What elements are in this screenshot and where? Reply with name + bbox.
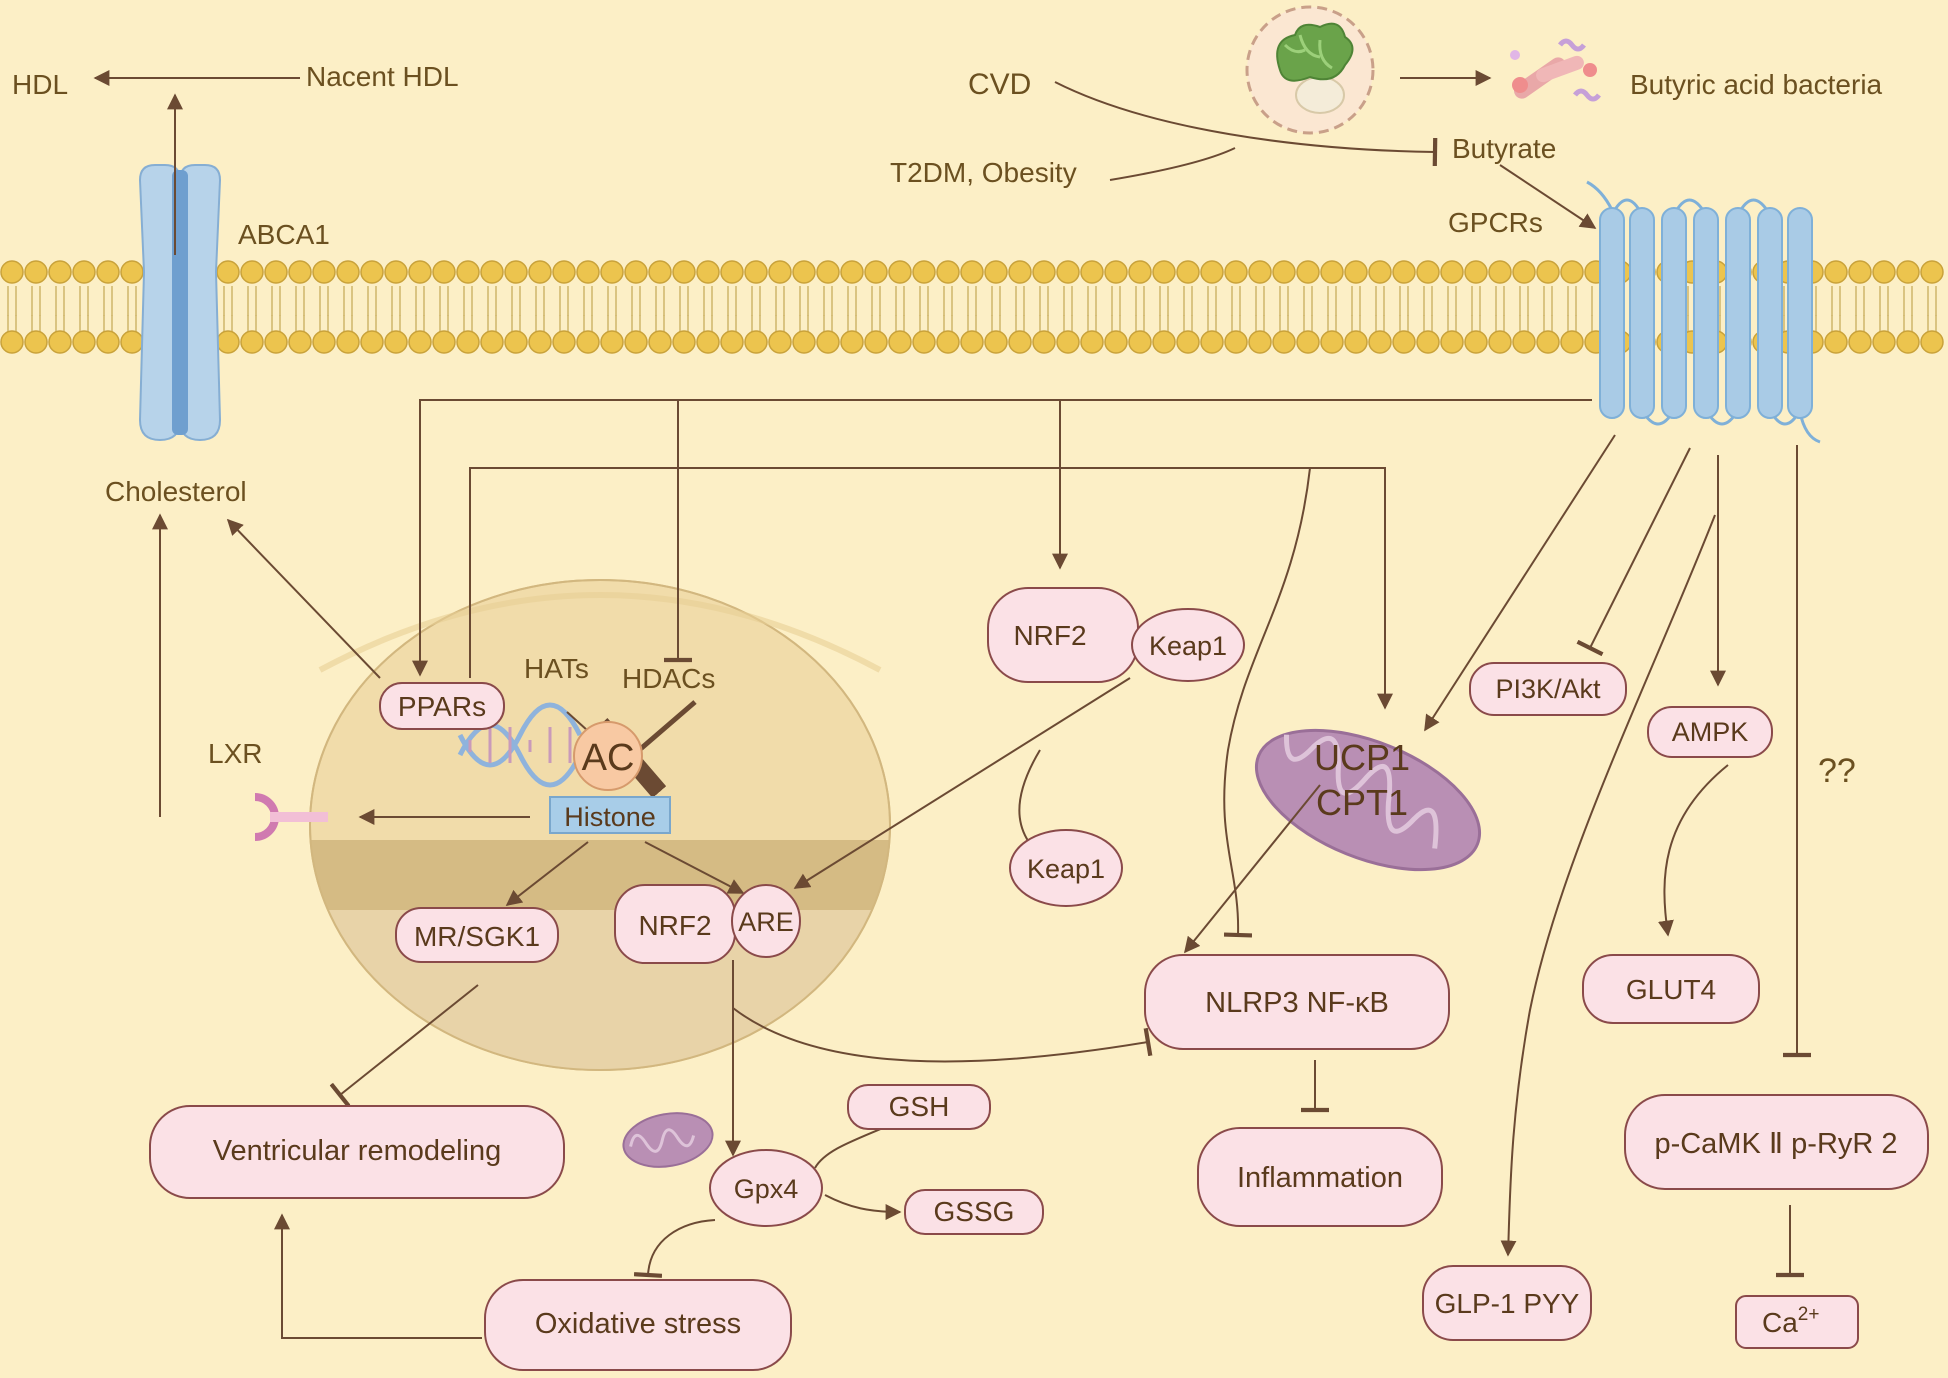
ampk-text: AMPK (1672, 717, 1749, 747)
node-ventricular-remodeling: Ventricular remodeling (149, 1105, 565, 1199)
gssg-text: GSSG (934, 1196, 1015, 1227)
node-histone: Histone (549, 796, 671, 834)
node-nrf2-cytoplasm: NRF2 (987, 587, 1139, 683)
node-calcium: Ca2+ (1735, 1295, 1859, 1349)
nlrp3-text: NLRP3 NF-κB (1205, 987, 1389, 1019)
node-nrf2-nucleus: NRF2 (614, 884, 736, 964)
unknown-mechanism-label: ?? (1818, 752, 1856, 790)
glut4-text: GLUT4 (1626, 974, 1716, 1005)
node-glut4: GLUT4 (1582, 954, 1760, 1024)
gpx4-text: Gpx4 (734, 1174, 799, 1204)
cpt1-text: CPT1 (1316, 782, 1408, 823)
node-ucp1-cpt1: UCP1 CPT1 (1314, 737, 1410, 823)
ventricular-text: Ventricular remodeling (213, 1135, 502, 1167)
abca1-transporter (138, 164, 222, 442)
nrf2-nucleus-text: NRF2 (638, 910, 711, 941)
hats-label: HATs (524, 653, 589, 684)
are-text: ARE (738, 907, 794, 937)
node-are: ARE (731, 884, 801, 958)
hdl-label: HDL (12, 69, 68, 100)
node-gsh: GSH (847, 1084, 991, 1130)
camk-text: p-CaMK Ⅱ p-RyR 2 (1654, 1128, 1897, 1160)
nrf2-cyto-text: NRF2 (1013, 620, 1086, 651)
node-keap1-bound: Keap1 (1131, 608, 1245, 682)
node-gpx4: Gpx4 (709, 1149, 823, 1227)
node-glp1-pyy: GLP-1 PYY (1422, 1265, 1592, 1341)
bacteria-icon (1510, 38, 1601, 102)
gpcr-receptor (1586, 180, 1821, 444)
node-inflammation: Inflammation (1197, 1127, 1443, 1227)
node-oxidative-stress: Oxidative stress (484, 1279, 792, 1371)
nacent-hdl-label: Nacent HDL (306, 61, 459, 92)
node-ampk: AMPK (1647, 706, 1773, 758)
gpcrs-label: GPCRs (1448, 207, 1543, 238)
mitochondrion-small-icon (622, 1112, 714, 1168)
abca1-label: ABCA1 (238, 219, 330, 250)
node-pi3k-akt: PI3K/Akt (1469, 662, 1627, 716)
node-mr-sgk1: MR/SGK1 (395, 907, 559, 963)
node-gssg: GSSG (904, 1189, 1044, 1235)
keap1-free-text: Keap1 (1027, 854, 1105, 884)
histone-text: Histone (564, 802, 656, 832)
connectors (93, 70, 1811, 1339)
ac-text: AC (582, 737, 635, 779)
cvd-label: CVD (968, 68, 1031, 101)
mr-sgk1-text: MR/SGK1 (414, 921, 540, 952)
calcium-text: Ca2+ (1762, 1304, 1819, 1338)
node-ac: AC (573, 721, 643, 791)
ucp1-text: UCP1 (1314, 737, 1410, 778)
node-keap1-free: Keap1 (1009, 829, 1123, 907)
node-camk-ryr2: p-CaMK Ⅱ p-RyR 2 (1624, 1094, 1929, 1190)
calcium-symbol: Ca (1762, 1307, 1798, 1338)
lxr-receptor-icon (254, 793, 328, 841)
butyric-bacteria-label: Butyric acid bacteria (1630, 69, 1883, 100)
calcium-charge: 2+ (1798, 1304, 1820, 1325)
cholesterol-label: Cholesterol (105, 476, 247, 507)
lxr-label: LXR (208, 738, 262, 769)
gsh-text: GSH (889, 1091, 950, 1122)
node-nlrp3-nfkb: NLRP3 NF-κB (1144, 954, 1450, 1050)
hdacs-label: HDACs (622, 663, 715, 694)
vegetable-icon (1245, 5, 1375, 135)
oxidative-text: Oxidative stress (535, 1308, 741, 1340)
pi3k-akt-text: PI3K/Akt (1495, 674, 1601, 704)
inflammation-text: Inflammation (1237, 1162, 1403, 1194)
mitochondrion-large-icon (1254, 728, 1482, 872)
ppars-text: PPARs (398, 691, 486, 722)
t2dm-obesity-label: T2DM, Obesity (890, 157, 1077, 188)
keap1-bound-text: Keap1 (1149, 631, 1227, 661)
nucleus (309, 579, 891, 1071)
butyrate-label: Butyrate (1452, 133, 1556, 164)
node-ppars: PPARs (379, 682, 505, 730)
glp1-text: GLP-1 PYY (1435, 1288, 1580, 1319)
